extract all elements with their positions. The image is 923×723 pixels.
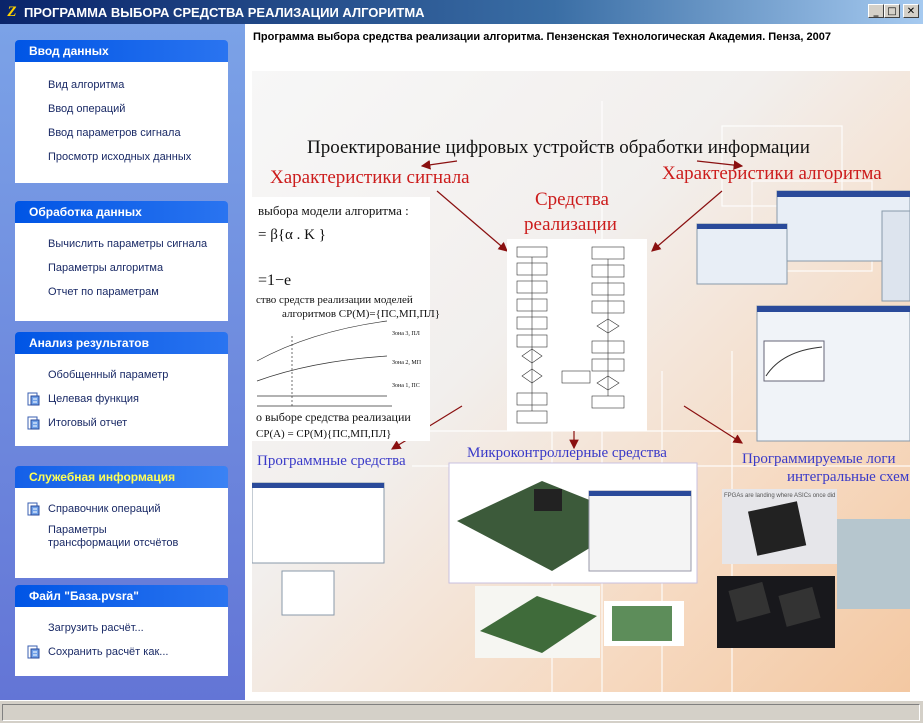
sidebar-item-operations-reference[interactable]: Справочник операций (16, 502, 227, 516)
formula-bottom: о выборе средства реализации (256, 410, 411, 424)
software-label: Программные средства (257, 453, 406, 469)
microcontroller-label: Микроконтроллерные средства (467, 445, 667, 461)
minimize-button[interactable]: _ (868, 4, 884, 18)
app-logo-icon: Z (7, 4, 17, 20)
group-data-processing: Обработка данных Вычислить параметры сиг… (15, 201, 228, 321)
means-label-line2: реализации (524, 214, 617, 235)
poster-illustration: выбора модели алгоритма : = β{α . K } =1… (252, 71, 910, 692)
main-header: Программа выбора средства реализации алг… (253, 31, 831, 43)
group-header-data-processing[interactable]: Обработка данных (15, 201, 228, 223)
sidebar-item-final-report[interactable]: Итоговый отчет (16, 416, 227, 430)
sidebar-item-operations-input[interactable]: Ввод операций (48, 103, 126, 115)
group-file: Файл "База.pvsra" Загрузить расчёт... Со… (15, 585, 228, 676)
formula-mid: ство средств реализации моделей (256, 294, 413, 306)
group-service-info: Служебная информация Справочник операций… (15, 466, 228, 578)
fpga-banner-text: FPGAs are landing where ASICs once did (724, 493, 835, 499)
sidebar-item-compute-signal[interactable]: Вычислить параметры сигнала (48, 238, 208, 250)
sidebar-item-algorithm-type[interactable]: Вид алгоритма (48, 79, 125, 91)
means-label-line1: Средства (535, 189, 609, 210)
title-bar[interactable]: Z ПРОГРАММА ВЫБОРА СРЕДСТВА РЕАЛИЗАЦИИ А… (0, 0, 923, 24)
poster-title: Проектирование цифровых устройств обрабо… (307, 137, 810, 158)
pld-label-line1: Программируемые логи (742, 451, 896, 467)
formula-title: выбора модели алгоритма : (258, 203, 409, 218)
sidebar: Ввод данных Вид алгоритма Ввод операций … (0, 24, 245, 700)
sidebar-item-load-calculation[interactable]: Загрузить расчёт... (48, 622, 144, 634)
svg-text:=1−e: =1−e (258, 272, 291, 289)
report-doc-icon (26, 392, 40, 406)
sidebar-item-view-source-data[interactable]: Просмотр исходных данных (48, 151, 192, 163)
algorithm-characteristics-label: Характеристики алгоритма (662, 163, 882, 184)
zone3-label: Зона 3, ПЛ (392, 331, 420, 337)
sidebar-item-generalized-param[interactable]: Обобщенный параметр (48, 369, 169, 381)
formula-bottom2: СР(А) = СР(М){ПС,МП,ПЛ} (256, 428, 391, 440)
signal-characteristics-label: Характеристики сигнала (270, 167, 470, 188)
group-header-file[interactable]: Файл "База.pvsra" (15, 585, 228, 607)
group-header-service-info[interactable]: Служебная информация (15, 466, 228, 488)
sidebar-item-signal-params[interactable]: Ввод параметров сигнала (48, 127, 181, 139)
svg-text:= β{α . K }: = β{α . K } (258, 227, 326, 243)
sidebar-item-algorithm-params[interactable]: Параметры алгоритма (48, 262, 164, 274)
status-bar (0, 700, 923, 723)
report-doc-icon (26, 416, 40, 430)
sidebar-item-transform-params[interactable]: Параметры трансформации отсчётов (48, 524, 179, 549)
zone1-label: Зона 1, ПС (392, 383, 420, 389)
sidebar-item-params-report[interactable]: Отчет по параметрам (48, 286, 159, 298)
pld-label-line2: интегральные схем (787, 469, 910, 485)
formula-mid2: алгоритмов СР(М)={ПС,МП,ПЛ} (282, 308, 440, 320)
group-results-analysis: Анализ результатов Обобщенный параметр Ц… (15, 332, 228, 446)
save-doc-icon (26, 645, 40, 659)
group-header-data-input[interactable]: Ввод данных (15, 40, 228, 62)
maximize-button[interactable]: □ (884, 4, 900, 18)
sidebar-item-save-calculation[interactable]: Сохранить расчёт как... (16, 645, 227, 659)
group-data-input: Ввод данных Вид алгоритма Ввод операций … (15, 40, 228, 183)
reference-book-icon (26, 502, 40, 516)
main-panel: Программа выбора средства реализации алг… (245, 24, 923, 700)
group-header-results-analysis[interactable]: Анализ результатов (15, 332, 228, 354)
zone2-label: Зона 2, МП (392, 360, 422, 366)
status-panel (2, 704, 920, 721)
poster-decoration: выбора модели алгоритма : = β{α . K } =1… (252, 101, 910, 692)
sidebar-item-target-function[interactable]: Целевая функция (16, 392, 227, 406)
window-title: ПРОГРАММА ВЫБОРА СРЕДСТВА РЕАЛИЗАЦИИ АЛГ… (24, 5, 425, 20)
close-button[interactable]: ✕ (903, 4, 919, 18)
